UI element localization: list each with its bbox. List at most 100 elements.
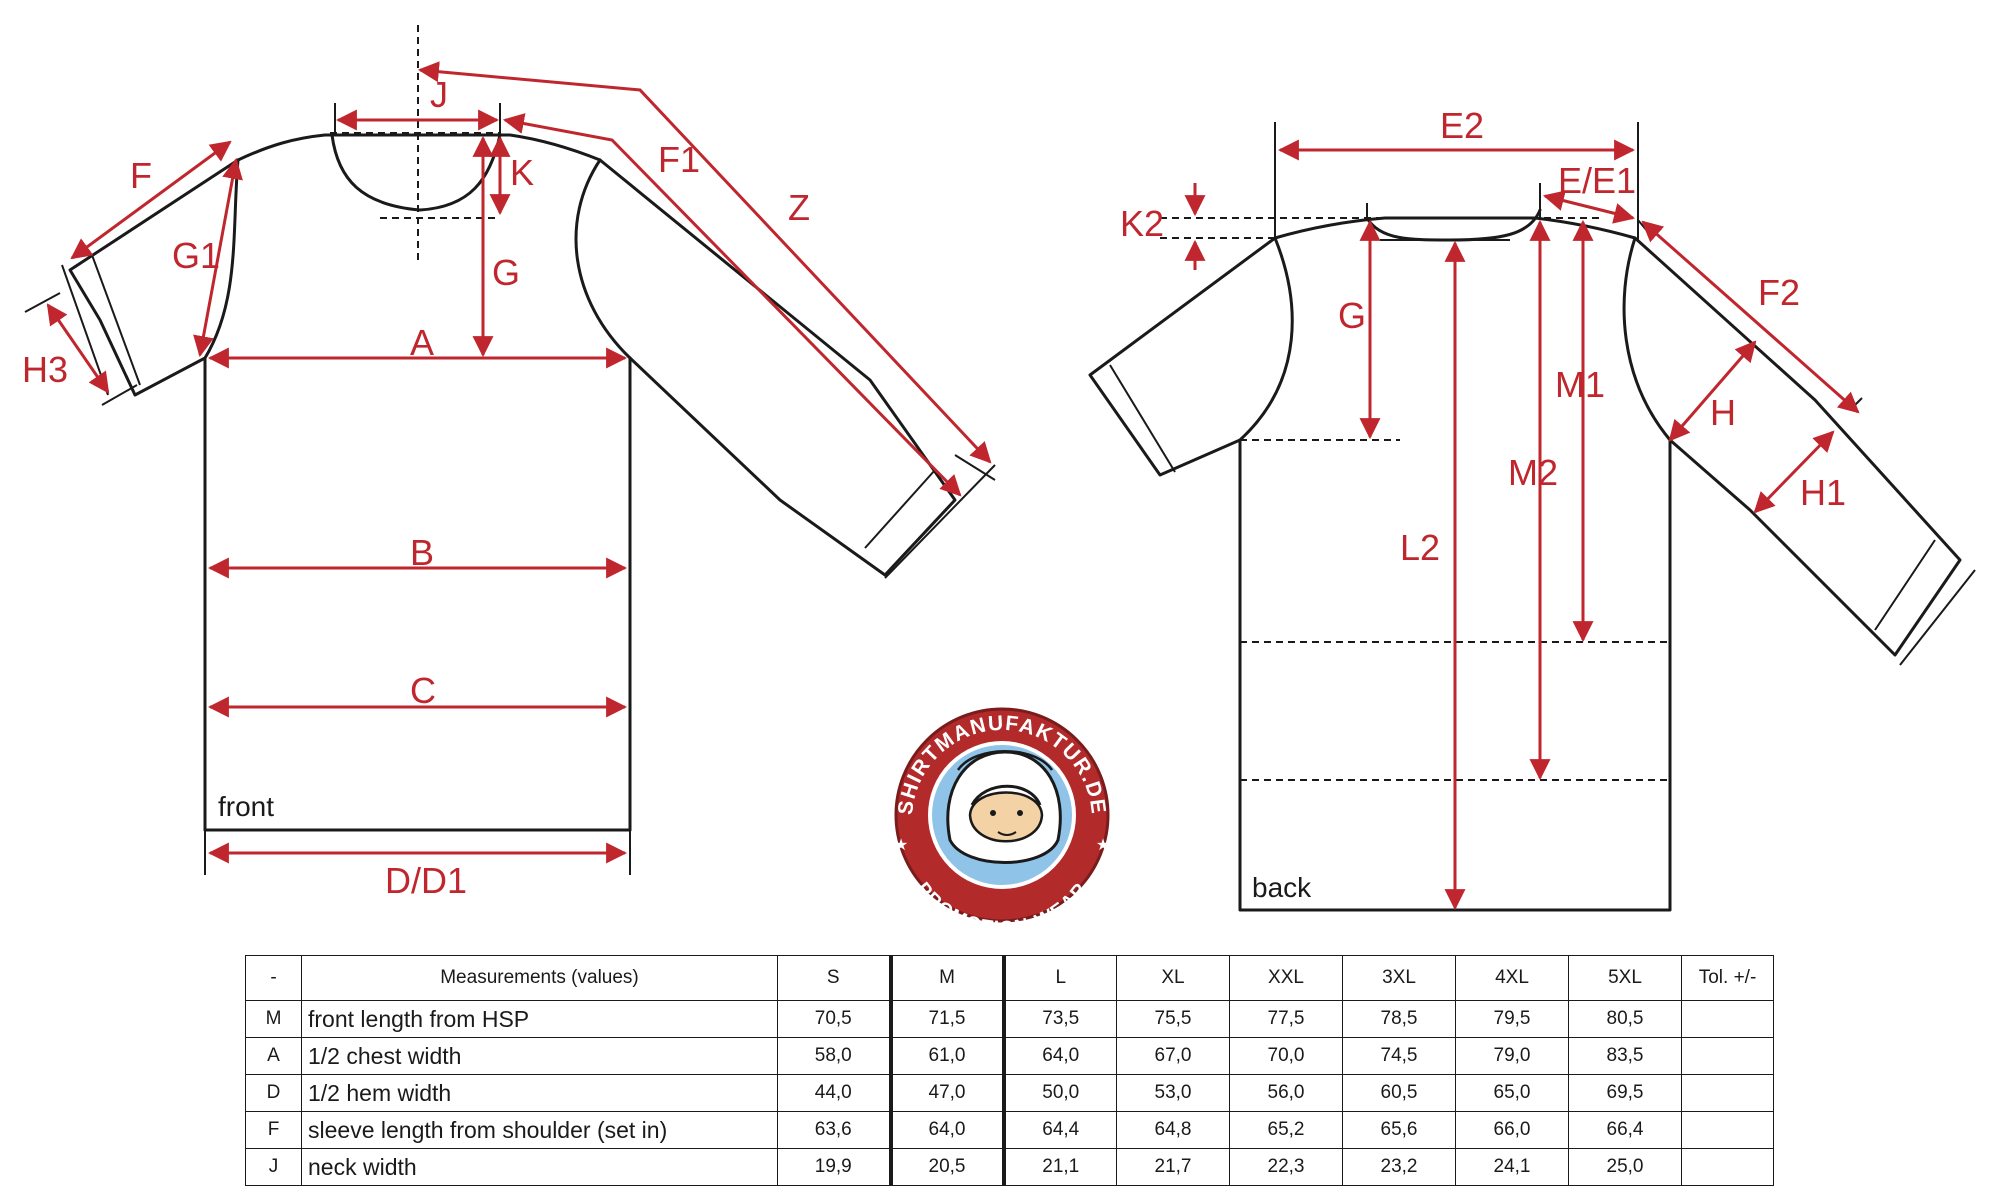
row-value: 74,5 [1342,1037,1456,1075]
row-description: sleeve length from shoulder (set in) [301,1111,778,1149]
label-D-D1: D/D1 [385,860,467,901]
back-labels: E2 E/E1 K2 F2 G M1 H M2 H1 L2 back [1120,105,1846,903]
row-tolerance [1681,1148,1774,1186]
label-L2: L2 [1400,527,1440,568]
row-code: D [245,1074,302,1112]
row-value: 61,0 [888,1037,1004,1075]
row-value: 65,0 [1455,1074,1569,1112]
row-value: 73,5 [1001,1000,1117,1038]
row-value: 21,7 [1116,1148,1230,1186]
label-Z: Z [788,187,810,228]
label-C: C [410,670,436,711]
row-code: M [245,1000,302,1038]
row-value: 44,0 [777,1074,891,1112]
brand-logo: SHIRTMANUFAKTUR.DE PROMOTION-WEAR ★ ★ [894,707,1110,939]
label-H1: H1 [1800,472,1846,513]
row-value: 58,0 [777,1037,891,1075]
row-tolerance [1681,1000,1774,1038]
label-M2: M2 [1508,452,1558,493]
row-tolerance [1681,1074,1774,1112]
row-value: 80,5 [1568,1000,1682,1038]
row-code: F [245,1111,302,1149]
size-table: - Measurements (values) S M L XL XXL 3XL… [245,955,1774,1186]
row-value: 64,4 [1001,1111,1117,1149]
row-value: 66,4 [1568,1111,1682,1149]
row-value: 79,0 [1455,1037,1569,1075]
row-value: 50,0 [1001,1074,1117,1112]
row-value: 71,5 [888,1000,1004,1038]
front-labels: J K F F1 Z G1 G A H3 B C D/D1 front [22,74,810,901]
astronaut-icon [946,750,1062,864]
label-G-back: G [1338,295,1366,336]
header-code: - [245,955,302,1001]
header-size-l: L [1001,955,1117,1001]
row-value: 65,6 [1342,1111,1456,1149]
row-tolerance [1681,1037,1774,1075]
label-A: A [410,322,434,363]
row-value: 63,6 [777,1111,891,1149]
header-size-4xl: 4XL [1455,955,1569,1001]
row-value: 21,1 [1001,1148,1117,1186]
label-F2: F2 [1758,272,1800,313]
label-G: G [492,252,520,293]
label-K2: K2 [1120,203,1164,244]
row-value: 75,5 [1116,1000,1230,1038]
row-value: 77,5 [1229,1000,1343,1038]
row-value: 83,5 [1568,1037,1682,1075]
label-G1: G1 [172,235,220,276]
row-value: 70,0 [1229,1037,1343,1075]
label-B: B [410,532,434,573]
table-header-row: - Measurements (values) S M L XL XXL 3XL… [245,955,1774,1001]
row-value: 53,0 [1116,1074,1230,1112]
header-size-xxl: XXL [1229,955,1343,1001]
label-M1: M1 [1555,364,1605,405]
logo-star-left: ★ [894,837,908,854]
back-measure-lines [1184,139,1860,911]
row-tolerance [1681,1111,1774,1149]
label-J: J [430,74,448,115]
header-tolerance: Tol. +/- [1681,955,1774,1001]
row-value: 64,8 [1116,1111,1230,1149]
back-view-label: back [1252,872,1312,903]
header-size-3xl: 3XL [1342,955,1456,1001]
header-size-s: S [777,955,891,1001]
header-size-m: M [888,955,1004,1001]
front-measure-lines [46,61,992,864]
label-F1: F1 [658,139,700,180]
row-value: 22,3 [1229,1148,1343,1186]
row-value: 69,5 [1568,1074,1682,1112]
row-value: 47,0 [888,1074,1004,1112]
row-value: 64,0 [1001,1037,1117,1075]
row-value: 20,5 [888,1148,1004,1186]
row-description: neck width [301,1148,778,1186]
row-description: 1/2 hem width [301,1074,778,1112]
label-H: H [1710,392,1736,433]
row-value: 56,0 [1229,1074,1343,1112]
label-K: K [510,152,534,193]
row-value: 70,5 [777,1000,891,1038]
row-value: 79,5 [1455,1000,1569,1038]
label-E2: E2 [1440,105,1484,146]
row-value: 78,5 [1342,1000,1456,1038]
row-description: 1/2 chest width [301,1037,778,1075]
label-E-E1: E/E1 [1558,160,1636,201]
header-measurements: Measurements (values) [301,955,778,1001]
row-value: 25,0 [1568,1148,1682,1186]
label-F: F [130,155,152,196]
row-value: 24,1 [1455,1148,1569,1186]
back-shirt-outline [1088,208,1976,912]
row-value: 67,0 [1116,1037,1230,1075]
front-view-label: front [218,791,274,822]
row-code: J [245,1148,302,1186]
row-code: A [245,1037,302,1075]
header-size-xl: XL [1116,955,1230,1001]
header-size-5xl: 5XL [1568,955,1682,1001]
row-value: 23,2 [1342,1148,1456,1186]
row-value: 64,0 [888,1111,1004,1149]
